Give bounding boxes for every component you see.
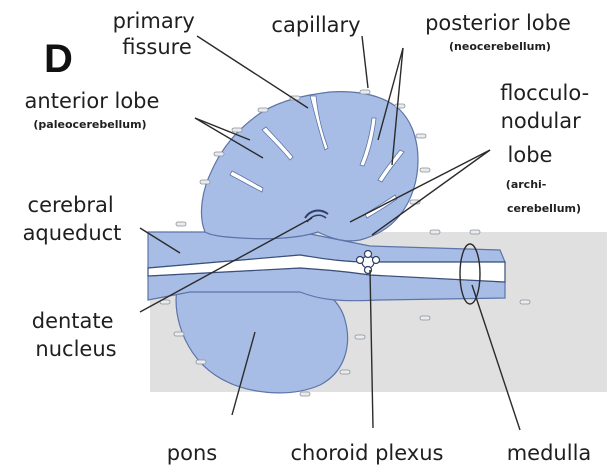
label-flocculonodular-lobe: flocculo- nodular lobe — [500, 81, 596, 167]
panel-letter: D — [44, 37, 73, 81]
label-capillary: capillary — [271, 13, 360, 37]
label-primary-fissure: primary fissure — [113, 9, 202, 59]
label-archicerebellum: (archi- cerebellum) — [506, 178, 581, 215]
label-choroid-plexus: choroid plexus — [291, 441, 444, 465]
label-paleocerebellum: (paleocerebellum) — [33, 118, 146, 131]
label-posterior-lobe: posterior lobe — [425, 11, 571, 35]
label-pons: pons — [167, 441, 217, 465]
label-dentate-nucleus: dentate nucleus — [32, 309, 121, 361]
label-neocerebellum: (neocerebellum) — [449, 40, 551, 53]
label-medulla: medulla — [507, 441, 592, 465]
label-cerebral-aqueduct: cerebral aqueduct — [23, 193, 122, 245]
label-anterior-lobe: anterior lobe — [25, 89, 160, 113]
